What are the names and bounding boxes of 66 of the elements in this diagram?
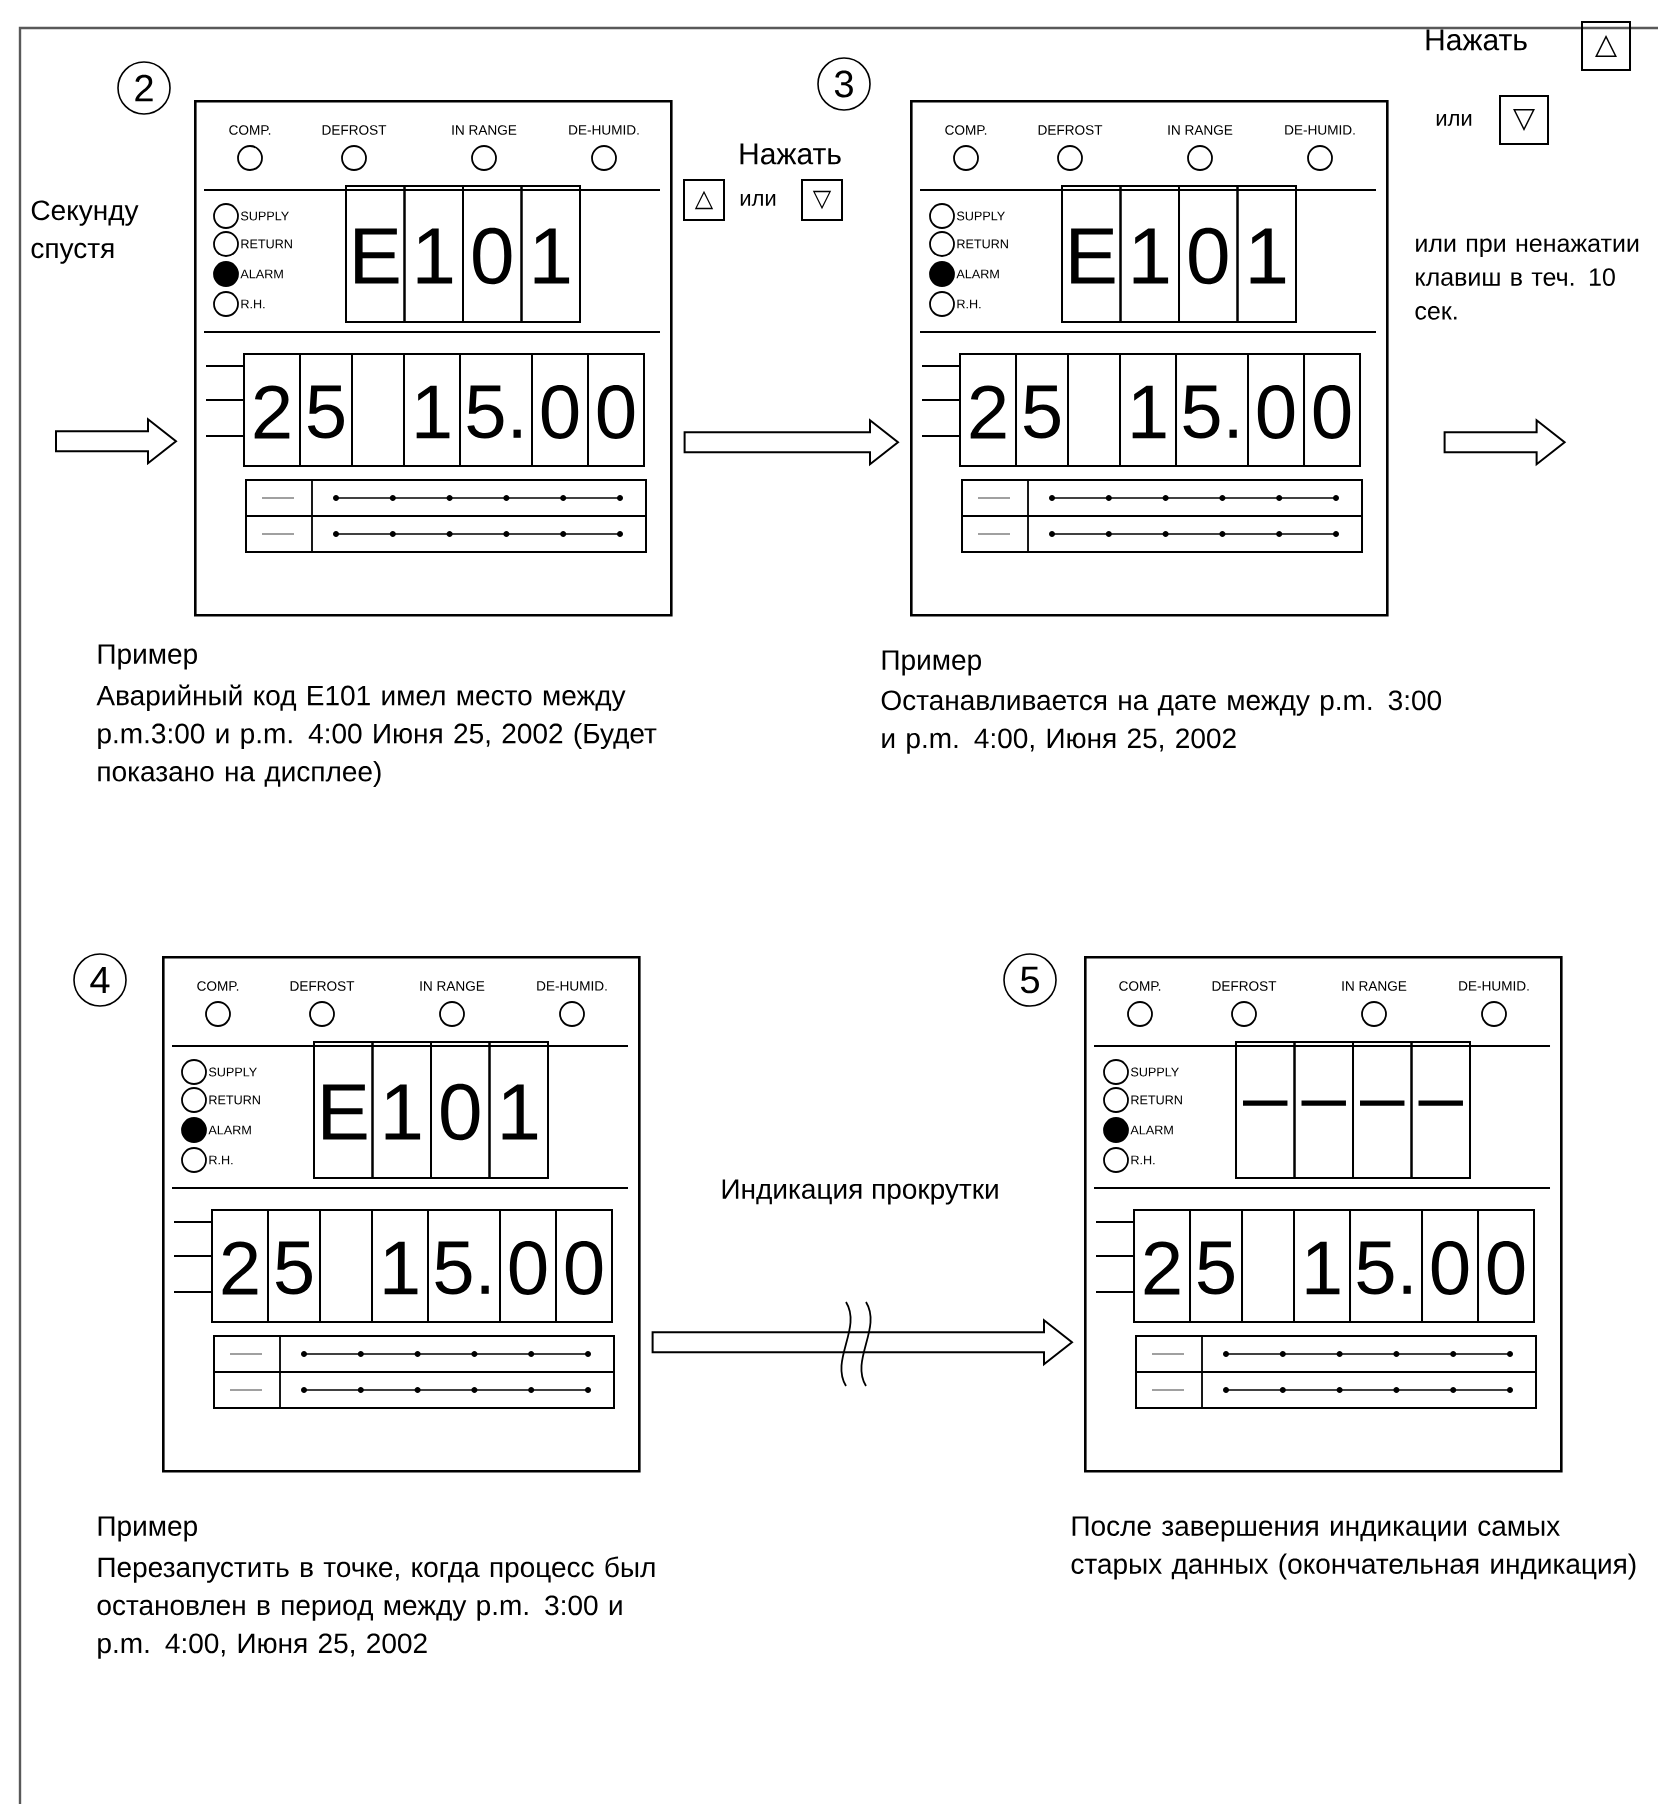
display-cell: E (345, 185, 406, 323)
caption-heading: Пример (98, 644, 197, 670)
step-number: 4 (73, 953, 127, 1007)
display-cell: 1 (403, 185, 464, 323)
note-text: Секунду спустя (31, 200, 139, 264)
step-number: 2 (117, 61, 171, 115)
caption-text: Аварийный код E101 имел место между p.m.3:00 и p.m. 4:00 Июня 25, 2002 (Будет показано на дисплее) (96, 684, 657, 787)
display-cell: 0 (1303, 353, 1361, 467)
display-cell: 0 (587, 353, 645, 467)
caption-text: Останавливается на дате между p.m. 3:00 и p.m. 4:00, Июня 25, 2002 (881, 690, 1442, 754)
display-cell: 0 (1247, 353, 1305, 467)
display-cell: 2 (211, 1209, 269, 1323)
display-cell: – (1352, 1041, 1413, 1179)
caption-heading: Пример (882, 650, 981, 676)
block-arrow (683, 418, 900, 467)
note-text: или (740, 194, 776, 206)
caption-heading: Пример (98, 1516, 197, 1542)
key-button: ▽ (1499, 95, 1549, 145)
key-button: △ (683, 179, 725, 221)
display-cell: 5. (1349, 1209, 1423, 1323)
display-cell: 5 (1189, 1209, 1243, 1323)
display-cell: – (1293, 1041, 1354, 1179)
block-arrow (651, 1318, 1074, 1367)
display-cell: 1 (1119, 185, 1180, 323)
key-button: ▽ (801, 179, 843, 221)
display-cell: 5 (267, 1209, 321, 1323)
display-cell: 5 (299, 353, 353, 467)
note-text: Нажать (1426, 29, 1527, 51)
display-cell: 0 (499, 1209, 557, 1323)
display-cell: 1 (1119, 353, 1177, 467)
note-text: или (1436, 114, 1472, 126)
display-cell: 5. (427, 1209, 501, 1323)
display-cell: 0 (1421, 1209, 1479, 1323)
display-cell: 1 (371, 1041, 432, 1179)
display-cell: 0 (1477, 1209, 1535, 1323)
edge-label: Индикация прокрутки (722, 1179, 998, 1205)
display-cell: 5. (459, 353, 533, 467)
block-arrow (55, 417, 178, 466)
display-cell: 5. (1175, 353, 1249, 467)
display-cell: 1 (520, 185, 581, 323)
display-cell: 5 (1015, 353, 1069, 467)
display-cell: 0 (531, 353, 589, 467)
display-cell: 0 (555, 1209, 613, 1323)
display-cell: 2 (959, 353, 1017, 467)
display-cell: E (1061, 185, 1122, 323)
caption-text: Перезапустить в точке, когда процесс был остановлен в период между p.m. 3:00 и p.m. 4:00, Июня 25, 2002 (97, 1556, 655, 1659)
block-arrow (1443, 418, 1567, 467)
display-cell: E (313, 1041, 374, 1179)
display-cell: 1 (1293, 1209, 1351, 1323)
display-cell: 1 (403, 353, 461, 467)
step-number: 5 (1003, 953, 1057, 1007)
key-button: △ (1581, 21, 1631, 71)
display-cell: 1 (1236, 185, 1297, 323)
display-cell: 1 (488, 1041, 549, 1179)
note-text: Нажать (740, 143, 841, 165)
display-cell: 0 (430, 1041, 491, 1179)
step-number: 3 (817, 57, 871, 111)
edge-label: или при ненажатии клавиш в теч. 10 сек. (1415, 238, 1639, 320)
display-cell: – (1235, 1041, 1296, 1179)
display-cell: 0 (1178, 185, 1239, 323)
display-cell: 2 (1133, 1209, 1191, 1323)
display-cell: 2 (243, 353, 301, 467)
caption-text: После завершения индикации самых старых данных (окончательная индикация) (1071, 1516, 1636, 1580)
display-cell: – (1410, 1041, 1471, 1179)
display-cell: 1 (371, 1209, 429, 1323)
display-cell: 0 (462, 185, 523, 323)
